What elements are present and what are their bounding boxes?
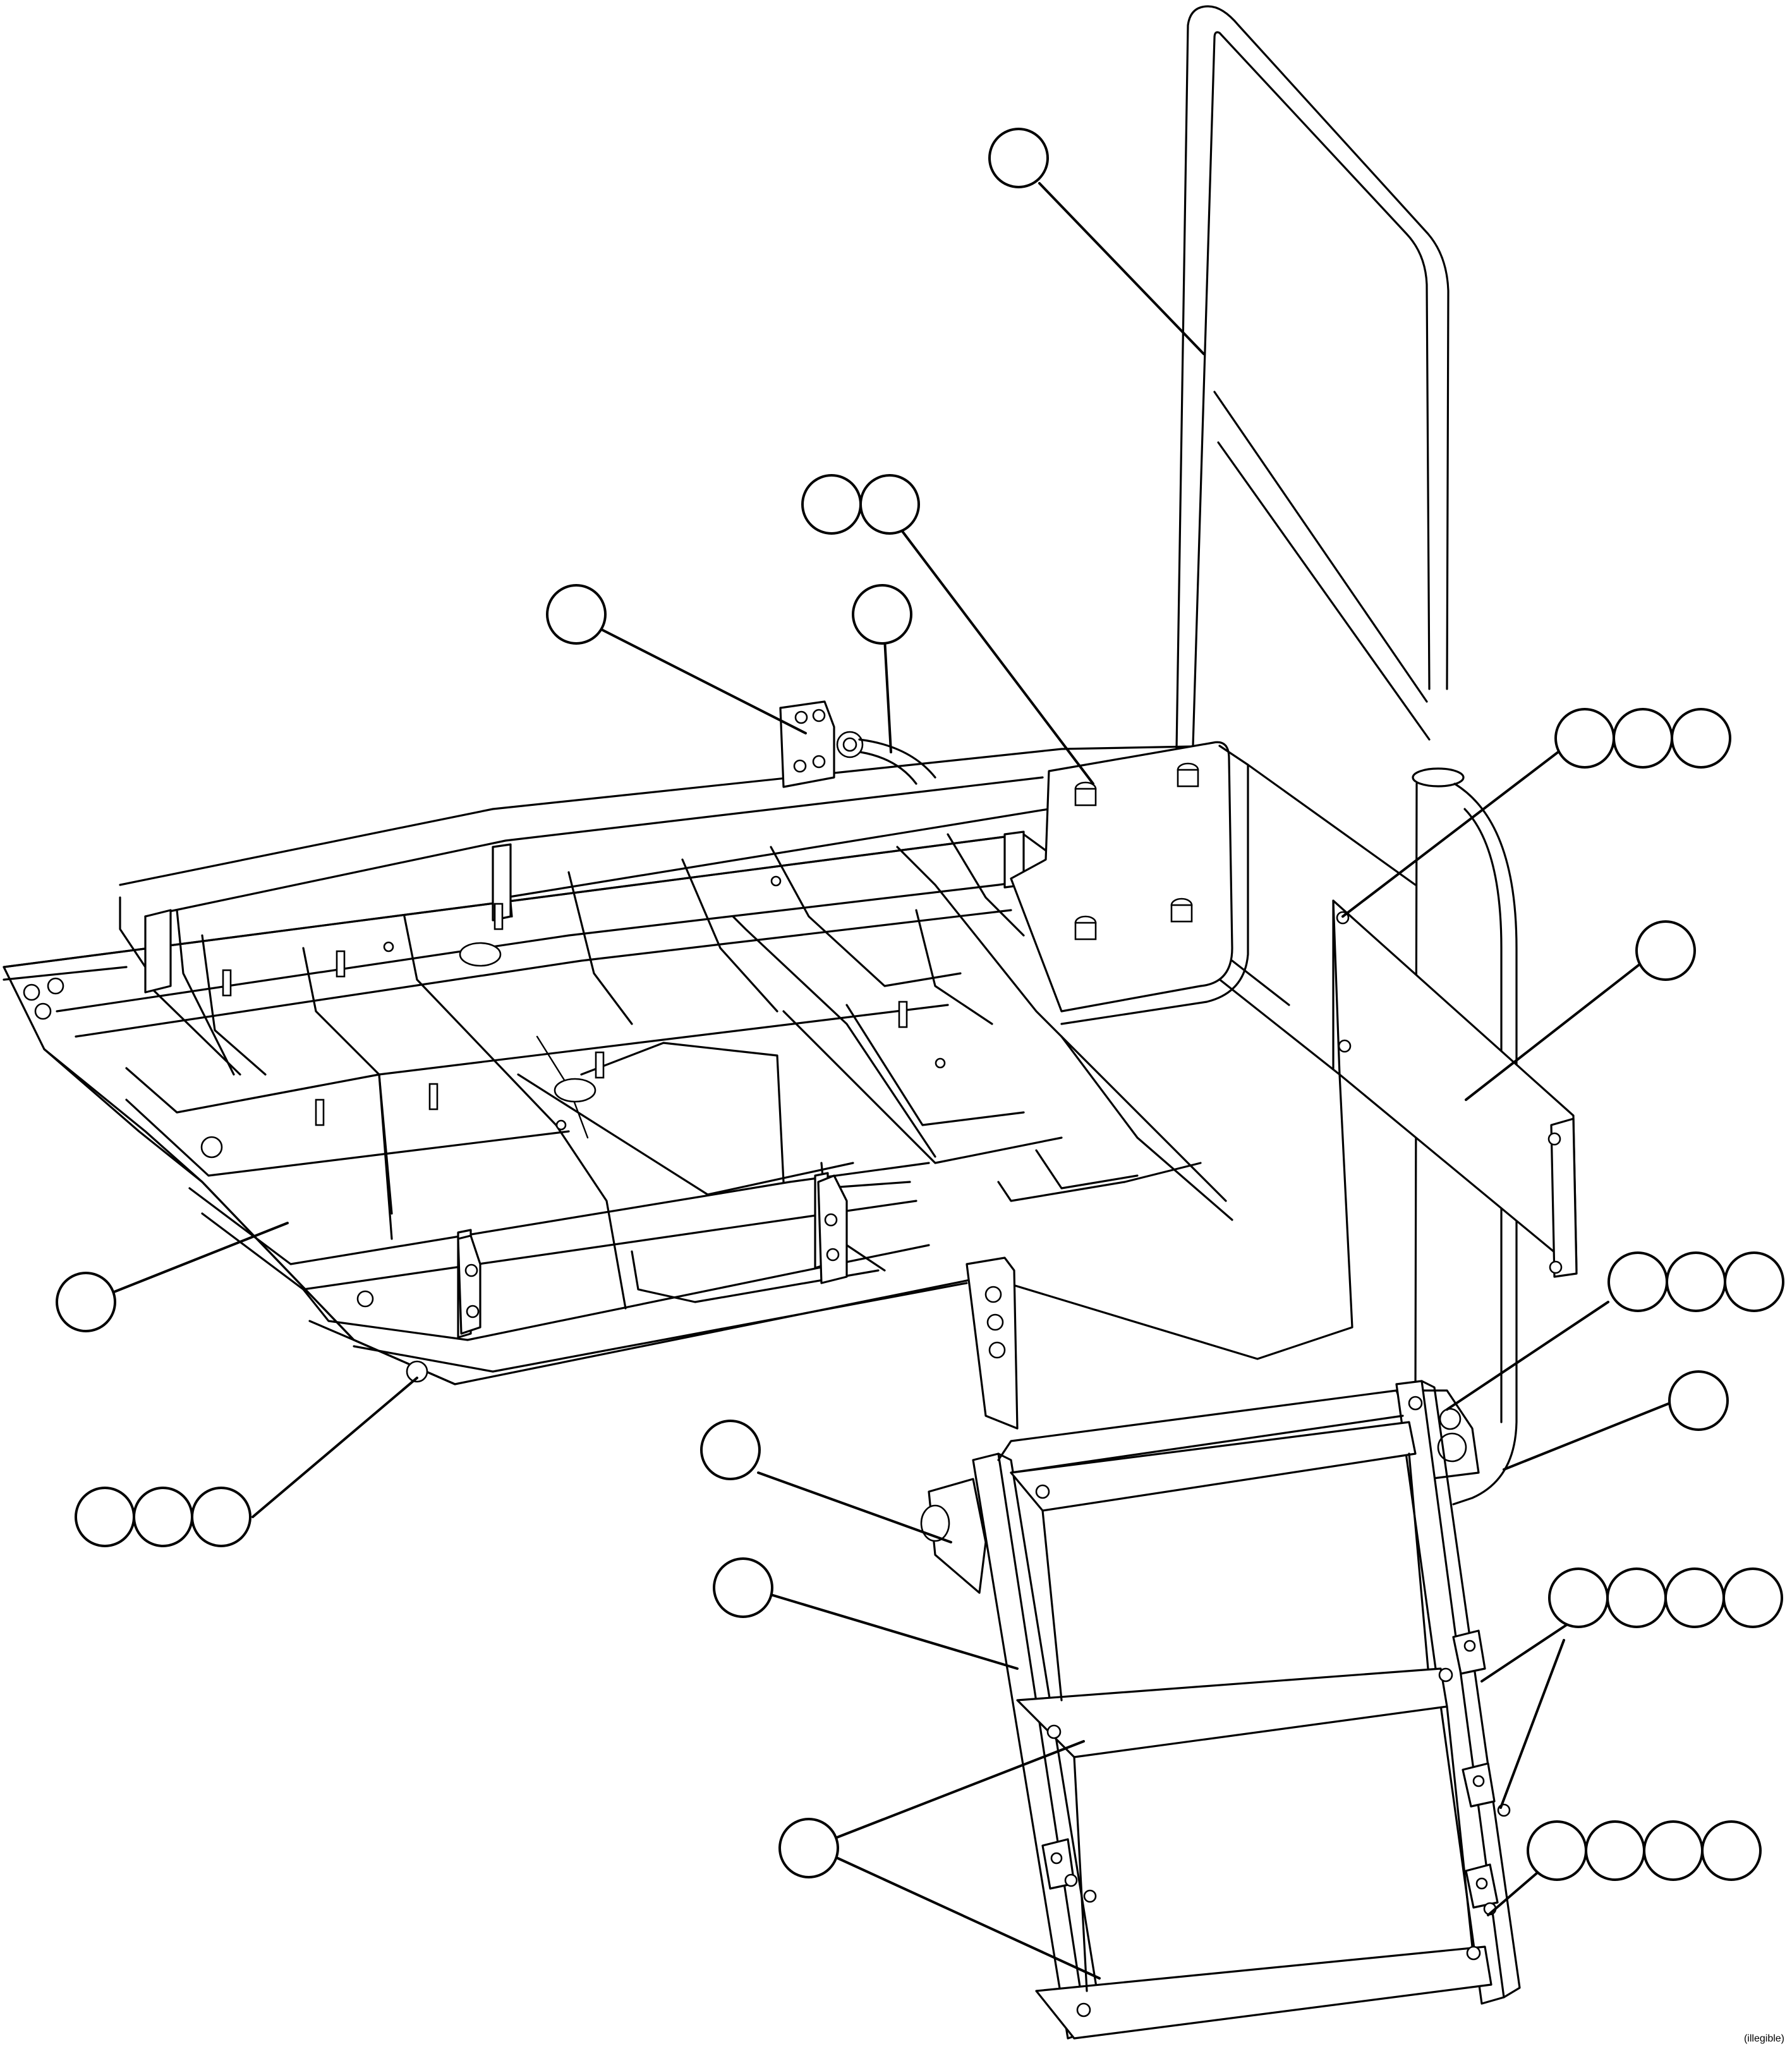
- callout-balloons: [56, 128, 1784, 1881]
- mounting-plate: [1010, 741, 1417, 1025]
- guard-plate: [1332, 899, 1578, 1278]
- ladder: [457, 1174, 1521, 2040]
- callout-ladder-steps: [778, 1818, 839, 1878]
- callout-ladder-side-rail: [713, 1557, 773, 1618]
- callout-bracket-plate: [546, 584, 607, 645]
- callout-hose-clamp: [852, 584, 912, 645]
- drawing-reference-code: (illegible): [1743, 2033, 1784, 2044]
- bracket-plate: [779, 700, 835, 788]
- deck-studs: [222, 875, 946, 1131]
- callout-guard-plate: [1635, 920, 1696, 981]
- hose-clamp: [836, 731, 936, 785]
- callout-ladder-arm: [700, 1420, 761, 1480]
- callout-ladder-bracket-bolts: [1607, 1251, 1784, 1312]
- callout-platform-mount-bolts: [801, 474, 920, 535]
- leader-lines: [111, 182, 1679, 1980]
- callout-platform-deck: [56, 1272, 116, 1332]
- callout-handrail: [988, 128, 1049, 188]
- callout-guard-plate-bolts: [1554, 708, 1731, 769]
- callout-ladder-step-bolts-lower: [1527, 1820, 1762, 1881]
- callout-ladder-step-bolts-upper: [1548, 1567, 1783, 1628]
- callout-deck-nut: [75, 1487, 251, 1547]
- deck-nuts: [23, 977, 428, 1383]
- handrail: [1175, 5, 1518, 1506]
- callout-ladder-pivot-bracket: [1668, 1370, 1729, 1431]
